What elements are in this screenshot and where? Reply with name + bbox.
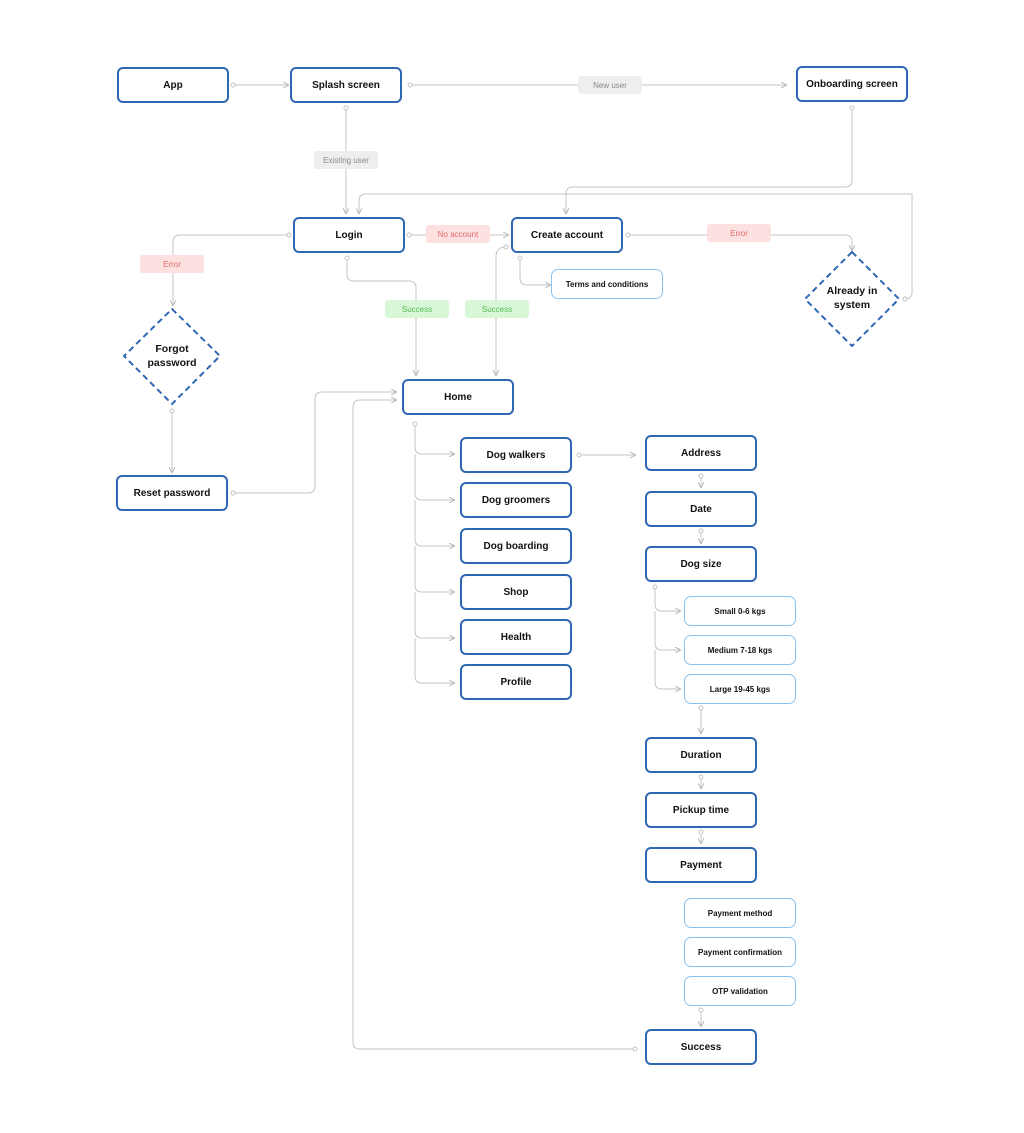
connector-home-dogboarding xyxy=(414,500,454,546)
node-payment-confirmation: Payment confirmation xyxy=(684,937,796,967)
node-success: Success xyxy=(645,1029,757,1065)
connector-home-health xyxy=(414,592,454,638)
node-otp-validation: OTP validation xyxy=(684,976,796,1006)
connector-onboarding-create xyxy=(566,108,853,213)
node-dog-boarding: Dog boarding xyxy=(460,528,572,564)
label-error-create: Error xyxy=(707,224,771,242)
node-large: Large 19-45 kgs xyxy=(684,674,796,704)
node-login: Login xyxy=(293,217,405,253)
connector-create-terms xyxy=(519,258,550,285)
node-duration: Duration xyxy=(645,737,757,773)
node-date: Date xyxy=(645,491,757,527)
connector-home-dogwalkers xyxy=(414,424,454,454)
connector-login-home xyxy=(346,258,416,375)
node-already-in-system: Already in system xyxy=(826,285,878,311)
node-profile: Profile xyxy=(460,664,572,700)
connector-dogsize-small xyxy=(654,587,680,611)
node-medium: Medium 7-18 kgs xyxy=(684,635,796,665)
connector-dogsize-medium xyxy=(654,611,680,650)
node-shop: Shop xyxy=(460,574,572,610)
node-small: Small 0-6 kgs xyxy=(684,596,796,626)
connector-create-already xyxy=(628,234,852,250)
node-dog-groomers: Dog groomers xyxy=(460,482,572,518)
node-dog-walkers: Dog walkers xyxy=(460,437,572,473)
connector-login-forgot xyxy=(173,234,289,305)
node-terms-and-conditions: Terms and conditions xyxy=(551,269,663,299)
label-success-create: Success xyxy=(465,300,529,318)
node-pickup-time: Pickup time xyxy=(645,792,757,828)
node-onboarding-screen: Onboarding screen xyxy=(796,66,908,102)
connector-home-profile xyxy=(414,638,454,683)
label-existing-user: Existing user xyxy=(314,151,378,169)
node-splash-screen: Splash screen xyxy=(290,67,402,103)
node-payment-method: Payment method xyxy=(684,898,796,928)
connector-success-home xyxy=(352,400,635,1050)
node-health: Health xyxy=(460,619,572,655)
node-address: Address xyxy=(645,435,757,471)
already-in-system-diamond xyxy=(803,250,901,348)
node-create-account: Create account xyxy=(511,217,623,253)
label-new-user: New user xyxy=(578,76,642,94)
forgot-password-diamond xyxy=(122,307,222,406)
node-home: Home xyxy=(402,379,514,415)
node-app: App xyxy=(117,67,229,103)
connector-home-doggroomers xyxy=(414,454,454,500)
label-success-login: Success xyxy=(385,300,449,318)
connector-already-login xyxy=(359,193,913,300)
connector-dogsize-large xyxy=(654,650,680,689)
node-dog-size: Dog size xyxy=(645,546,757,582)
label-error-login: Error xyxy=(140,255,204,273)
node-payment: Payment xyxy=(645,847,757,883)
connector-reset-home xyxy=(233,392,396,494)
label-no-account: No account xyxy=(426,225,490,243)
connector-home-shop xyxy=(414,546,454,592)
node-forgot-password: Forgot password xyxy=(147,343,197,369)
node-reset-password: Reset password xyxy=(116,475,228,511)
